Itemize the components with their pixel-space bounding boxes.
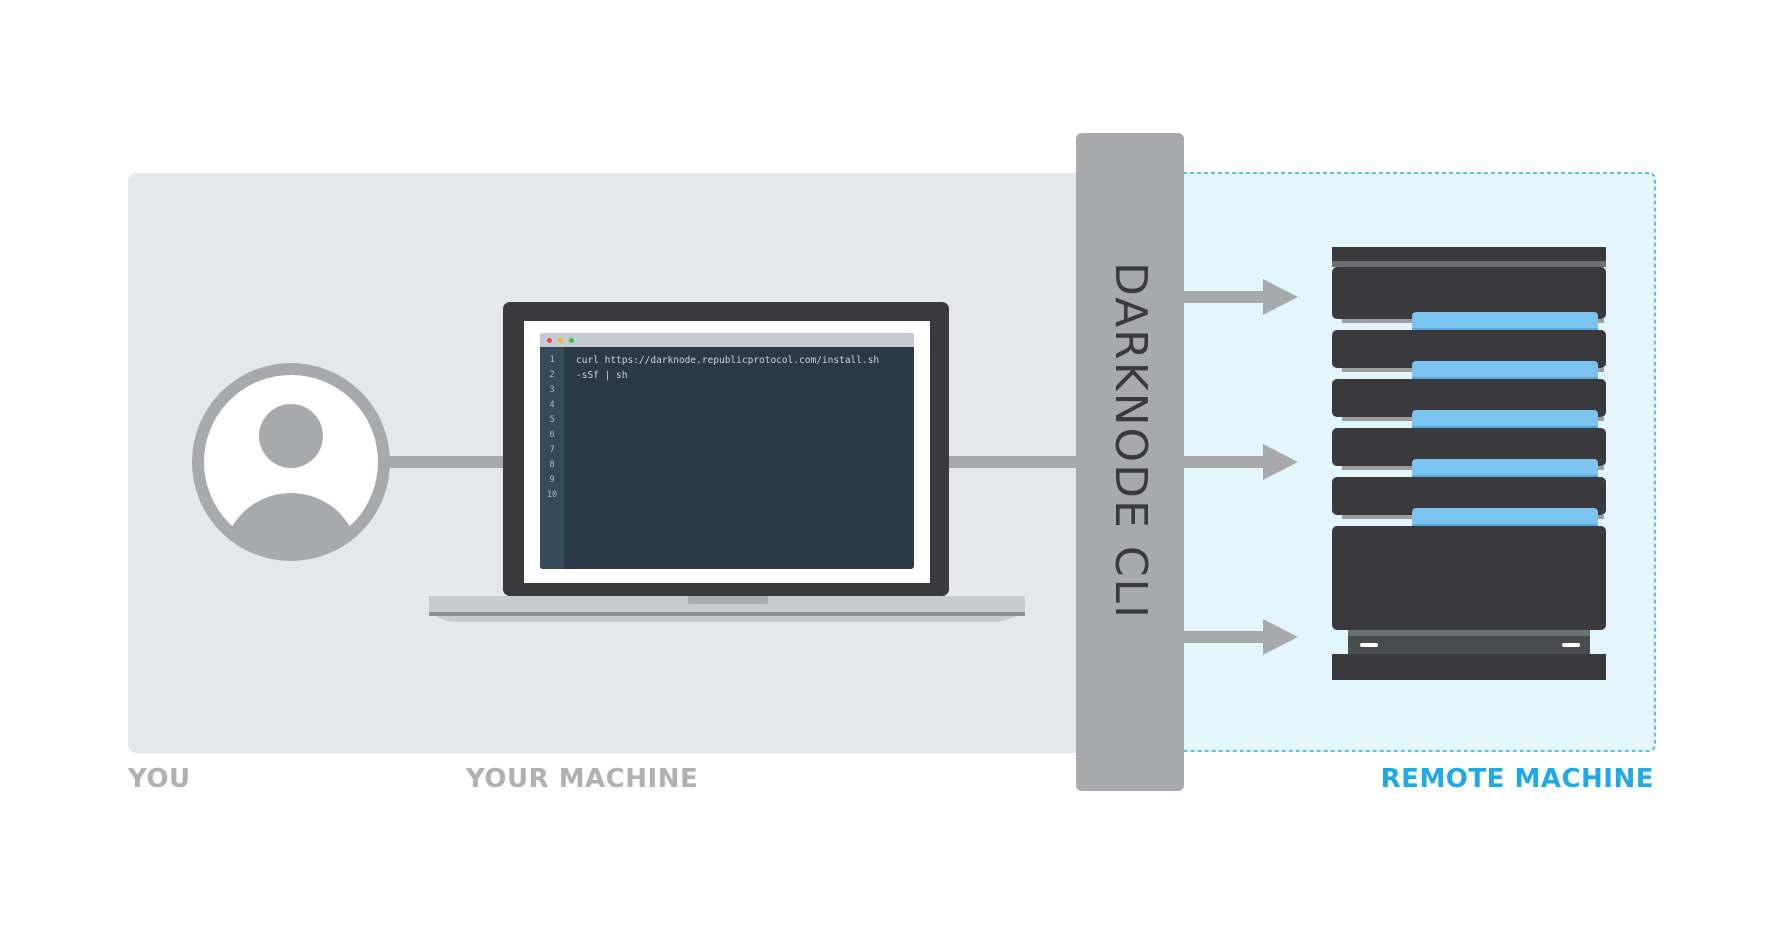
code-area: curl https://darknode.republicprotocol.c… — [564, 347, 879, 569]
arrow-right-icon — [1184, 279, 1298, 315]
maximize-dot-icon — [569, 337, 574, 343]
darknode-cli-bar — [1076, 133, 1184, 791]
cli-title: DARKNODE CLI — [1105, 261, 1156, 621]
line-number: 3 — [549, 385, 555, 395]
line-number-gutter: 1 2 3 4 5 6 7 8 9 10 — [540, 347, 564, 569]
line-number: 4 — [549, 400, 555, 410]
line-number: 6 — [549, 430, 555, 440]
editor-body: 1 2 3 4 5 6 7 8 9 10 curl https://darkno… — [540, 347, 914, 569]
code-editor-window: 1 2 3 4 5 6 7 8 9 10 curl https://darkno… — [540, 333, 914, 569]
editor-titlebar — [540, 333, 914, 347]
label-you: YOU — [128, 764, 191, 794]
line-number: 1 — [549, 355, 555, 365]
close-dot-icon — [547, 337, 552, 343]
line-number: 5 — [549, 415, 555, 425]
user-avatar-icon — [192, 363, 390, 561]
label-your-machine: YOUR MACHINE — [466, 764, 699, 794]
line-number: 7 — [549, 445, 555, 455]
line-number: 2 — [549, 370, 555, 380]
line-number: 9 — [549, 475, 555, 485]
connector-laptop-cli — [948, 456, 1080, 468]
line-number: 10 — [546, 490, 558, 500]
cli-title-container: DARKNODE CLI — [1076, 178, 1184, 704]
connector-user-laptop — [385, 456, 505, 468]
label-remote-machine: REMOTE MACHINE — [1380, 764, 1654, 794]
arrow-right-icon — [1184, 444, 1298, 480]
code-line: curl https://darknode.republicprotocol.c… — [576, 355, 880, 366]
server-rack-icon — [1332, 247, 1606, 680]
arrow-right-icon — [1184, 619, 1298, 655]
code-line: -sSf | sh — [576, 370, 628, 381]
minimize-dot-icon — [558, 337, 563, 343]
line-number: 8 — [549, 460, 555, 470]
